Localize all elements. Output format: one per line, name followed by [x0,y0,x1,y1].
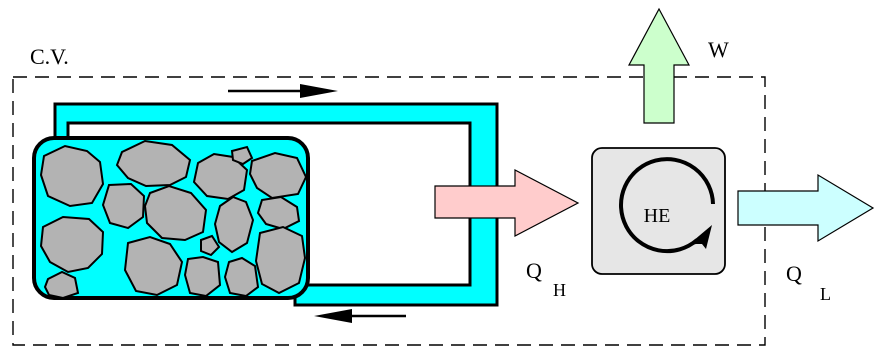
rock-storage-tank [32,136,310,300]
rock [213,195,255,254]
q-low-subscript: L [820,284,831,304]
rock [230,145,254,166]
q-hot-arrow [434,169,580,237]
rock [115,139,192,188]
control-volume-label: C.V. [30,44,69,69]
rock [43,270,80,300]
work-label: W [708,37,729,62]
q-low-arrow [737,173,875,243]
circular-arrow-head [687,225,712,249]
arrow-right-icon [228,84,338,98]
rock [39,215,105,274]
heat-engine: HE [591,147,726,275]
circular-arrow-icon [619,157,715,254]
heat-engine-label: HE [644,205,671,227]
rock [254,225,307,295]
rock [192,152,249,201]
rock [101,182,146,230]
rock [223,256,260,298]
rock [256,195,301,231]
arrow-left-icon [314,309,406,323]
rock [183,255,222,298]
rock [200,234,221,257]
q-hot-subscript: H [553,280,566,300]
rock [39,144,105,208]
work-arrow [627,7,691,124]
q-low-symbol: Q [786,261,802,286]
rock [248,151,308,200]
rock [123,235,184,297]
q-hot-symbol: Q [526,258,542,283]
rock [143,184,208,242]
